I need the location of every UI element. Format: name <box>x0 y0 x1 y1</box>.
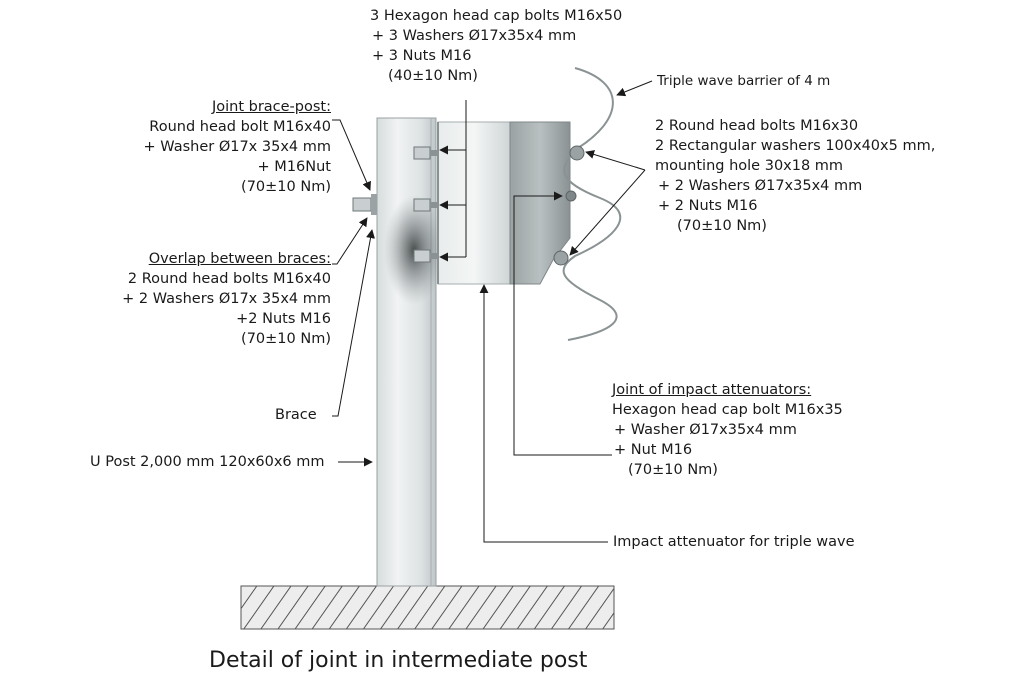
attenuator-bolt <box>565 190 577 202</box>
label-overlap: Overlap between braces: 2 Round head bol… <box>122 251 331 347</box>
label-impact-attenuator: Impact attenuator for triple wave <box>613 534 855 550</box>
attenuator-flange <box>509 121 571 285</box>
leader-overlap <box>332 217 368 265</box>
label-triple-wave: Triple wave barrier of 4 m <box>657 73 831 89</box>
label-impact-joint: Joint of impact attenuators: Hexagon hea… <box>612 382 843 478</box>
barrier-round-bolt <box>553 250 569 266</box>
diagram-caption: Detail of joint in intermediate post <box>209 648 588 673</box>
hex-bolt <box>413 146 438 160</box>
leader-triple-wave <box>616 80 653 97</box>
label-brace: Brace <box>275 407 317 423</box>
hex-bolt <box>413 198 438 212</box>
leader-impact-joint <box>513 191 612 456</box>
u-post <box>376 117 437 587</box>
leader-impact-attenuator <box>479 284 608 543</box>
leader-joint-brace-post <box>332 119 371 191</box>
impact-attenuator <box>437 121 511 285</box>
ground-base <box>240 585 615 630</box>
triple-wave-barrier <box>562 67 622 341</box>
brace-post-bolt <box>352 194 377 215</box>
label-u-post: U Post 2,000 mm 120x60x6 mm <box>90 454 325 470</box>
leader-round-bolts-2 <box>569 169 646 256</box>
label-round-bolts-barrier: 2 Round head bolts M16x30 2 Rectangular … <box>655 118 936 234</box>
leader-round-bolts-1 <box>585 150 646 171</box>
barrier-round-bolt <box>569 145 585 161</box>
leader-brace <box>332 229 375 417</box>
label-joint-brace-post: Joint brace-post: Round head bolt M16x40… <box>143 99 331 195</box>
hex-bolt <box>413 249 438 263</box>
label-hex-bolts: 3 Hexagon head cap bolts M16x50 + 3 Wash… <box>370 8 623 84</box>
